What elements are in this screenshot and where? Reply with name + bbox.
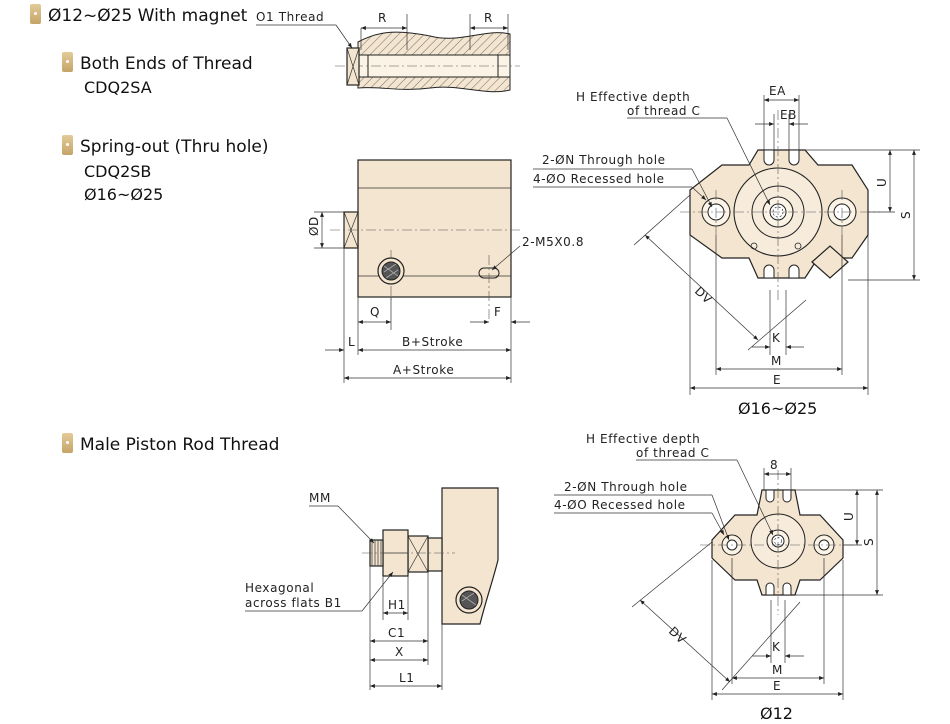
bore-range-label: Ø16~Ø25 [84, 185, 164, 204]
label-o1-thread: O1 Thread [256, 10, 324, 24]
label-h-depth-line2-small: of thread C [636, 446, 710, 460]
bullet-icon [30, 4, 41, 24]
bullet-icon [62, 52, 73, 72]
dim-e: E [773, 373, 781, 387]
heading-with-magnet: Ø12~Ø25 With magnet [30, 4, 247, 27]
label-h-depth-line2: of thread C [627, 104, 701, 118]
heading-with-magnet-label: Ø12~Ø25 With magnet [48, 6, 248, 26]
heading-spring-out-label: Spring-out (Thru hole) [80, 137, 269, 157]
model-code-cdq2sb: CDQ2SB [84, 162, 152, 181]
heading-spring-out: Spring-out (Thru hole) [62, 135, 269, 158]
label-n-through-hole-small: 2-ØN Through hole [564, 480, 688, 494]
model-code-cdq2sa: CDQ2SA [84, 78, 152, 97]
heading-male-rod-label: Male Piston Rod Thread [80, 435, 280, 455]
section-view-both-ends: R R O1 Thread [256, 10, 520, 93]
heading-male-rod: Male Piston Rod Thread [62, 433, 279, 456]
dim-r-right: R [484, 11, 493, 25]
label-n-through-hole: 2-ØN Through hole [542, 153, 666, 167]
dim-a-stroke: A+Stroke [393, 363, 454, 377]
dim-m-small: M [772, 663, 783, 677]
heading-both-ends: Both Ends of Thread [62, 52, 253, 75]
dim-l1: L1 [399, 671, 415, 685]
dim-ea: EA [769, 84, 786, 98]
dim-l: L [348, 335, 355, 349]
label-mm: MM [309, 491, 331, 505]
dim-b-stroke: B+Stroke [402, 335, 463, 349]
label-h-depth-line1: H Effective depth [576, 90, 690, 104]
dim-e-small: E [773, 679, 781, 693]
side-view-spring-out: 2-M5X0.8 ØD Q F L B+Stroke A+Stroke [307, 159, 584, 383]
dim-f: F [494, 305, 502, 319]
dim-r-left: R [378, 11, 387, 25]
dim-od: ØD [307, 216, 321, 236]
caption-bore-16-25: Ø16~Ø25 [738, 399, 817, 418]
rod-view-male-thread: MM Hexagonal across flats B1 H1 C1 X L1 [245, 487, 499, 690]
label-m5-port: 2-M5X0.8 [522, 235, 584, 249]
dim-eight: 8 [770, 458, 778, 472]
dim-x: X [395, 645, 404, 659]
dim-s: S [899, 211, 913, 219]
dim-u: U [875, 178, 889, 187]
front-view-large: H Effective depth of thread C EA EB 2-ØN… [533, 84, 920, 395]
dim-u-small: U [842, 512, 856, 521]
bullet-icon [62, 135, 73, 155]
dim-k: K [772, 331, 781, 345]
dim-dv-small: DV [666, 624, 689, 647]
label-hexagonal: Hexagonal [245, 581, 314, 595]
dim-h1: H1 [388, 598, 406, 612]
label-o-recessed-hole-small: 4-ØO Recessed hole [554, 498, 686, 512]
label-h-depth-line1-small: H Effective depth [586, 432, 700, 446]
dim-q: Q [370, 305, 380, 319]
caption-bore-12: Ø12 [760, 704, 793, 723]
dim-k-small: K [772, 640, 781, 654]
dim-eb: EB [780, 108, 797, 122]
dim-s-small: S [862, 538, 876, 546]
bullet-icon [62, 433, 73, 453]
front-view-small: H Effective depth of thread C 8 2-ØN Thr… [554, 432, 883, 700]
label-across-flats: across flats B1 [245, 596, 342, 610]
heading-both-ends-label: Both Ends of Thread [80, 54, 253, 74]
dim-c1: C1 [388, 626, 405, 640]
label-o-recessed-hole: 4-ØO Recessed hole [533, 172, 665, 186]
dim-dv: DV [692, 284, 715, 307]
dim-m: M [771, 354, 782, 368]
